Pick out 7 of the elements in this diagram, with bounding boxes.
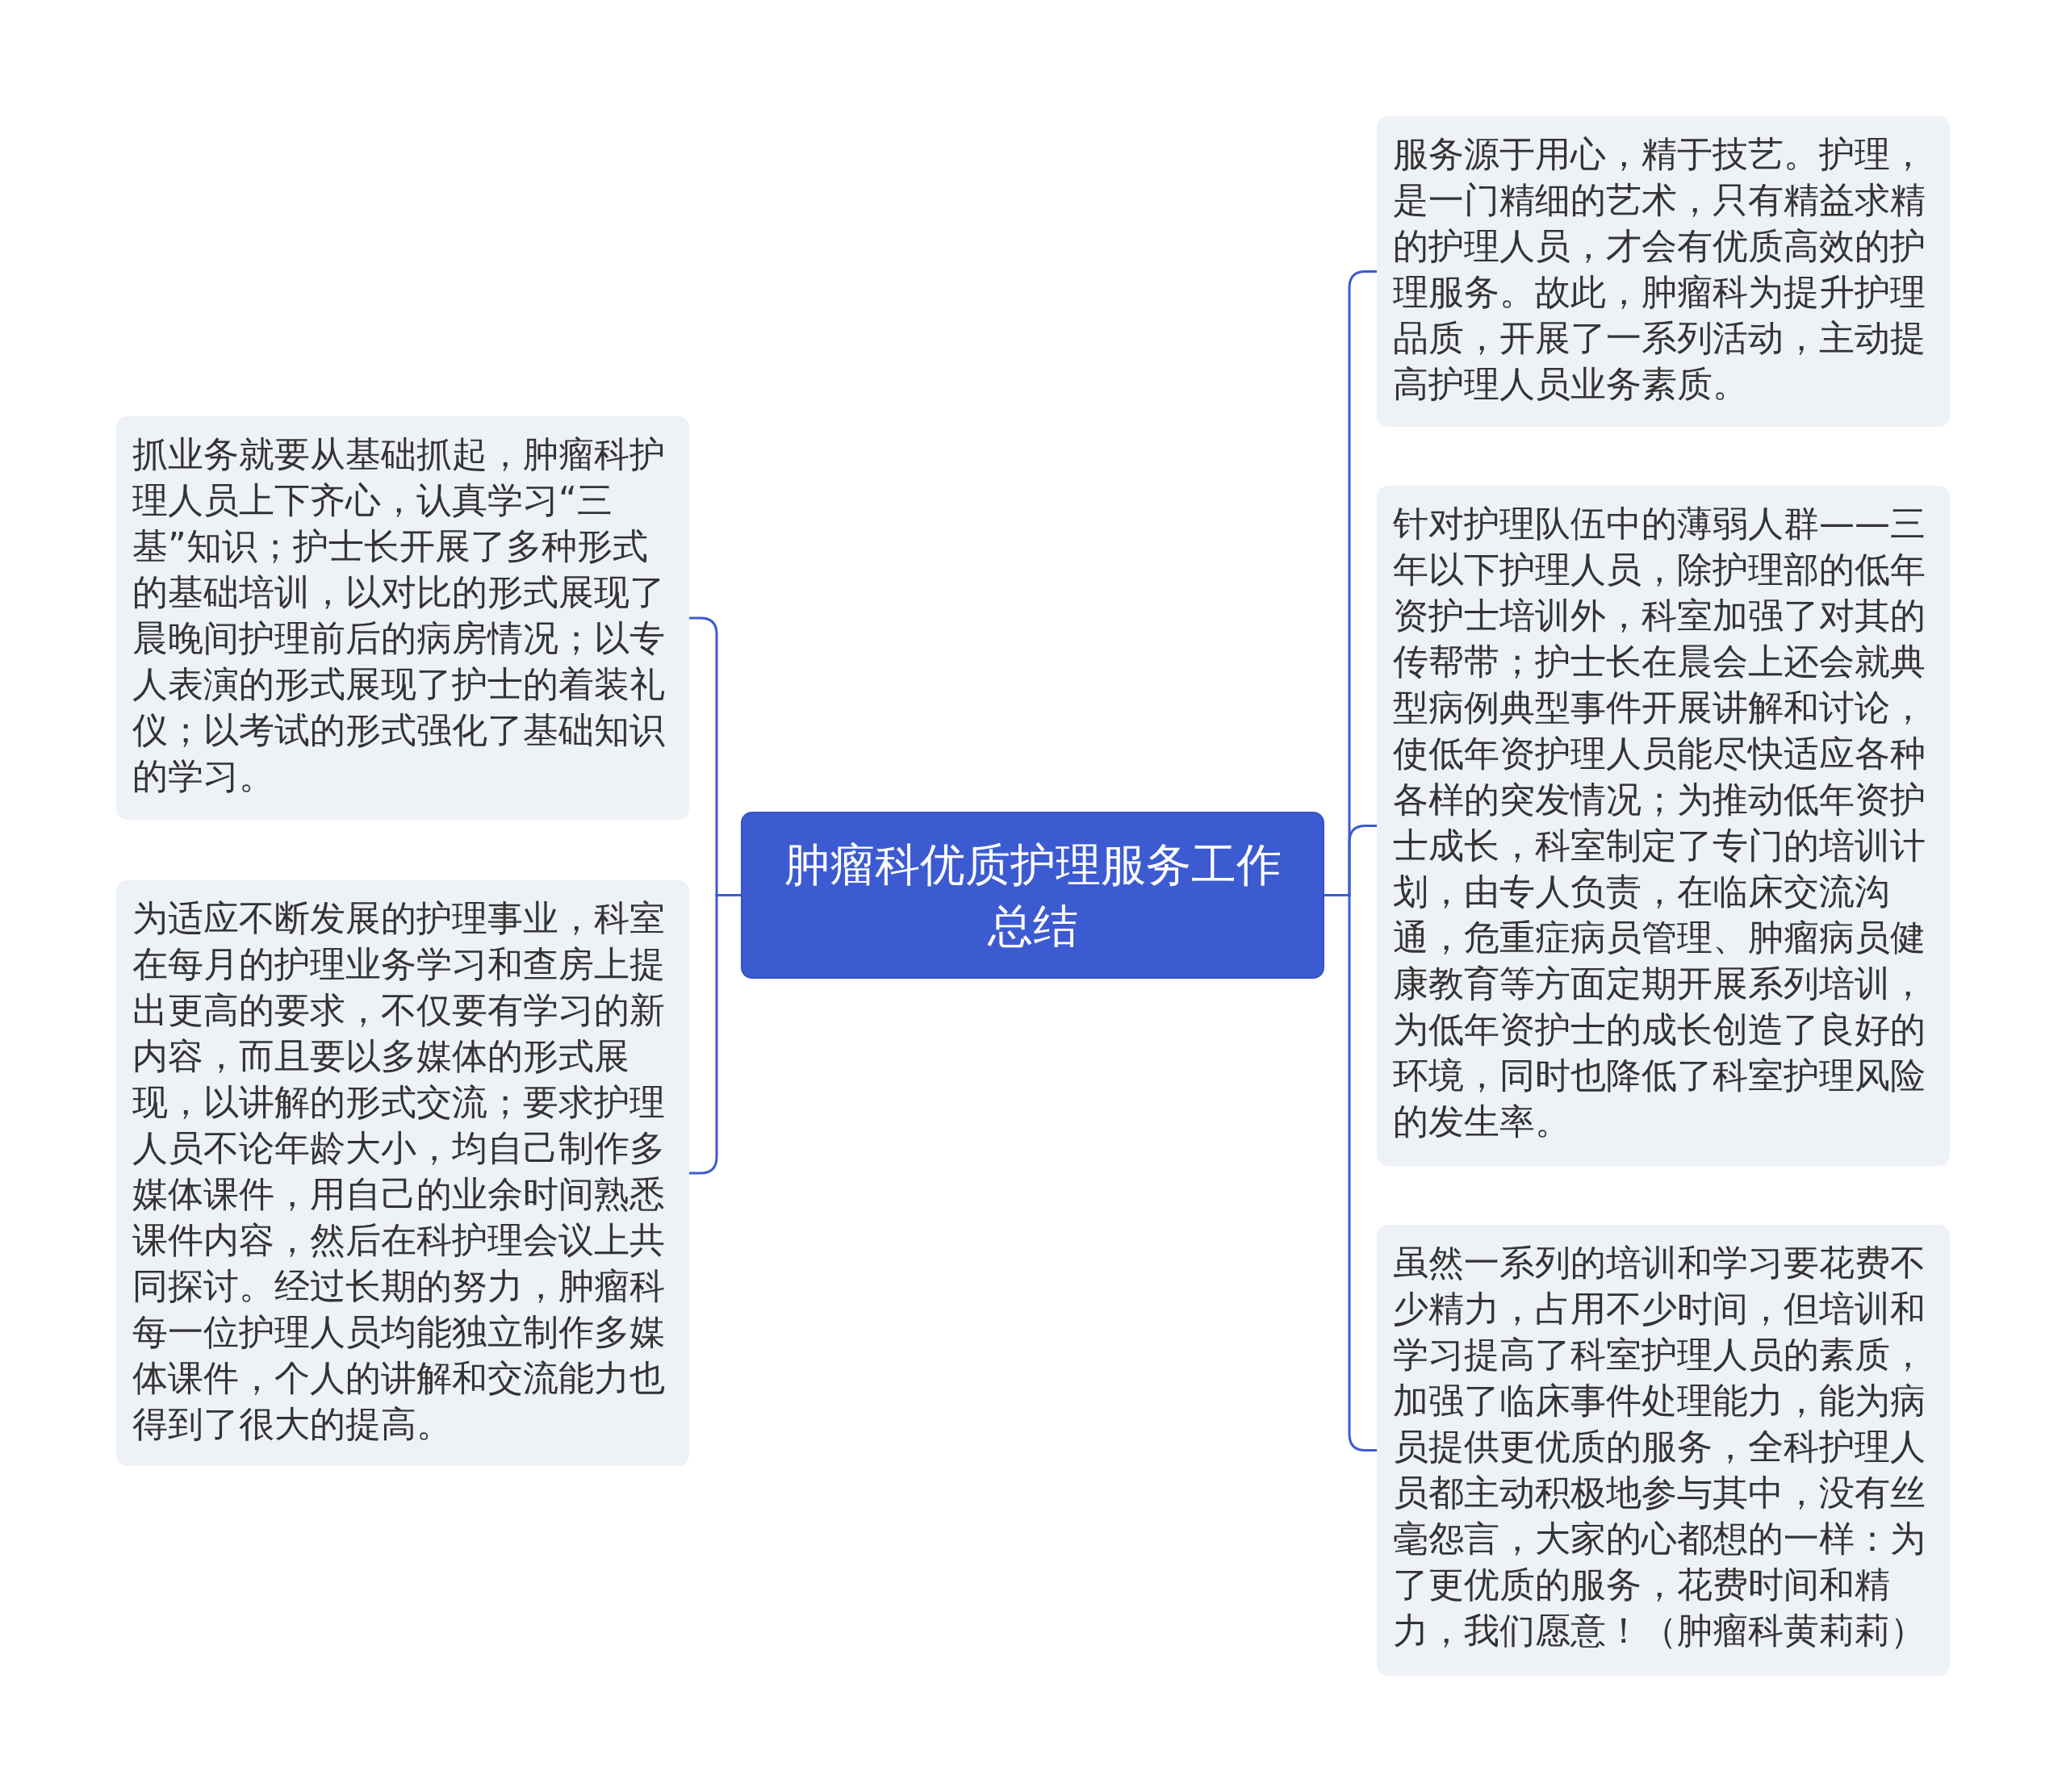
connector-line — [689, 894, 741, 1175]
text-box: 为适应不断发展的护理事业，科室在每月的护理业务学习和查房上提出更高的要求，不仅要有学习的新内容，而且要以多媒体的形式展现，以讲解的形式交流；要求护理人员不论年龄大小，均自己制作多媒体课件，用自己的业余时间熟悉课件内容，然后在科护理会议上共同探讨。经过长期的努力，肿瘤科每一位护理人员均能独立制作多媒体课件，个人的讲解和交流能力也得到了很大的提高。 — [116, 880, 689, 1466]
topic-box: 肿瘤科优质护理服务工作总结 — [741, 812, 1324, 979]
text-box: 服务源于用心，精于技艺。护理，是一门精细的艺术，只有精益求精的护理人员，才会有优质高效的护理服务。故此，肿瘤科为提升护理品质，开展了一系列活动，主动提高护理人员业务素质。 — [1377, 116, 1950, 427]
text-box: 抓业务就要从基础抓起，肿瘤科护理人员上下齐心，认真学习“三基”知识；护士长开展了多种形式的基础培训，以对比的形式展现了晨晚间护理前后的病房情况；以专人表演的形式展现了护士的着装礼仪；以考试的形式强化了基础知识的学习。 — [116, 416, 689, 820]
text-box: 针对护理队伍中的薄弱人群——三年以下护理人员，除护理部的低年资护士培训外，科室加强了对其的传帮带；护士长在晨会上还会就典型病例典型事件开展讲解和讨论，使低年资护理人员能尽快适应各种各样的突发情况；为推动低年资护士成长，科室制定了专门的培训计划，由专人负责，在临床交流沟通，危重症病员管理、肿瘤病员健康教育等方面定期开展系列培训，为低年资护士的成长创造了良好的环境，同时也降低了科室护理风险的发生率。 — [1377, 486, 1950, 1166]
text-box: 虽然一系列的培训和学习要花费不少精力，占用不少时间，但培训和学习提高了科室护理人员的素质，加强了临床事件处理能力，能为病员提供更优质的服务，全科护理人员都主动积极地参与其中，没有丝毫怨言，大家的心都想的一样：为了更优质的服务，花费时间和精力，我们愿意！（肿瘤科黄莉莉） — [1377, 1225, 1950, 1676]
